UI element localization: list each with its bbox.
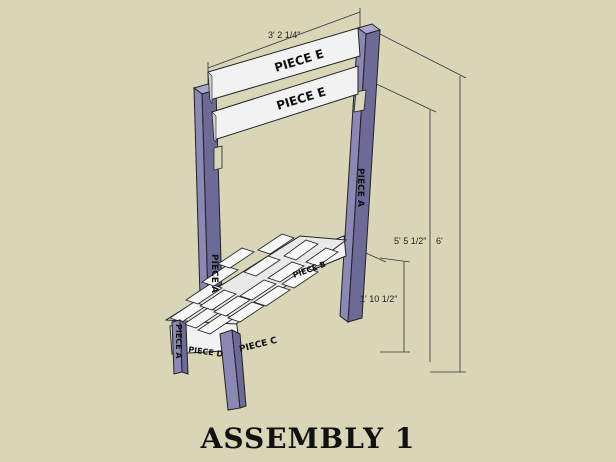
- piece-e-upper-board: [207, 27, 361, 105]
- piece-a-front-label: PIECE A: [174, 324, 183, 359]
- overall-height-dimension: 6': [436, 236, 443, 246]
- bench-height-dimension: 1' 10 1/2": [360, 294, 397, 304]
- piece-a-right-label: PIECE A: [355, 168, 365, 207]
- piece-c-label: PIECE C: [238, 336, 278, 355]
- width-dimension: 3' 2 1/4": [268, 30, 300, 40]
- page-title: ASSEMBLY 1: [200, 422, 416, 455]
- bench-front-left-leg: [171, 319, 189, 375]
- seat-slats: [169, 233, 339, 335]
- piece-e-lower-board: [211, 65, 359, 143]
- piece-a-left-label: PIECE A: [209, 254, 219, 293]
- frame-height-dimension: 5' 5 1/2": [394, 236, 426, 246]
- dimension-lines: [207, 8, 467, 373]
- bench-front-right-leg: [219, 329, 247, 411]
- right-leg: [339, 23, 382, 323]
